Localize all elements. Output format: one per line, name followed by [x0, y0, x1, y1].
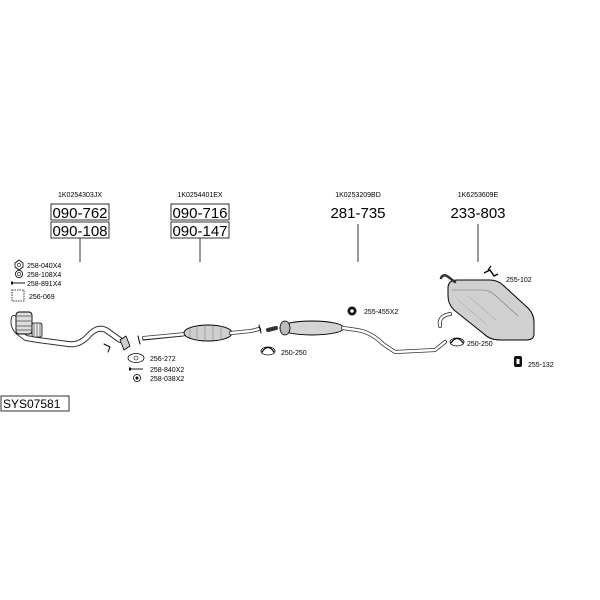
clamp-icon — [261, 346, 275, 353]
flange-gasket-hole-icon — [133, 355, 139, 361]
oem-number: 1K0254401EX — [177, 192, 222, 199]
accessory-label[interactable]: 250-250 — [467, 341, 493, 348]
front-catalyst-shape — [15, 311, 33, 335]
accessory-label[interactable]: 258-840X2 — [150, 367, 184, 374]
mid-outlet-pipe-inner — [229, 327, 261, 335]
accessory-label[interactable]: 255-132 — [528, 362, 554, 369]
accessory-label[interactable]: 256-069 — [29, 294, 55, 301]
spring-nut-core-icon — [135, 376, 139, 380]
system-code-box — [0, 395, 70, 412]
flex-joint-ribs — [33, 323, 41, 337]
clamp-ring-icon — [260, 346, 276, 356]
oem-number: 1K0254303JX — [58, 192, 102, 199]
accessory-label[interactable]: 255-455X2 — [364, 309, 398, 316]
rear-silencer-shading — [457, 295, 497, 325]
exhaust-illustration — [10, 274, 535, 354]
rear-silencer-shape — [447, 279, 535, 341]
washer-hole-icon — [17, 272, 21, 276]
accessories-right: 255-102 250-250 255-132 — [449, 265, 554, 369]
group-middle-silencer: 1K0253209BD 281-735 — [330, 192, 386, 262]
rear-silencer-seam — [451, 289, 519, 317]
accessories-left: 258-040X4 258-108X4 258-891X4 256-069 — [11, 259, 61, 302]
accessory-label[interactable]: 258-891X4 — [27, 281, 61, 288]
system-code-label: SYS07581 — [3, 397, 61, 411]
bolt-head-icon — [129, 367, 131, 371]
nut-icon — [14, 259, 24, 271]
accessory-label[interactable]: 256-272 — [150, 356, 176, 363]
nut-hole-icon — [17, 263, 21, 267]
rubber-block-hole-icon — [516, 359, 520, 364]
accessory-label[interactable]: 258-040X4 — [27, 263, 61, 270]
group-rear-silencer: 1K6253609E 233-803 — [450, 192, 506, 262]
oem-number: 1K0253209BD — [335, 192, 381, 199]
part-number-box — [170, 203, 230, 221]
mid-inlet-pipe-inner — [142, 332, 188, 340]
part-number[interactable]: 090-716 — [172, 205, 227, 222]
bolt-head-icon — [11, 281, 13, 285]
oem-number: 1K6253609E — [458, 192, 499, 199]
accessories-middle: 250-250 255-455X2 — [260, 306, 398, 357]
accessories-middle-left: 256-272 258-840X2 258-038X2 — [127, 353, 184, 383]
washer-icon — [14, 269, 23, 278]
group-downpipe: 1K0254303JX 090-762 090-108 — [50, 192, 110, 262]
rubber-mount-hole-icon — [350, 309, 354, 313]
mid-outlet-flange — [258, 324, 262, 334]
part-number[interactable]: 233-803 — [450, 205, 505, 222]
hanger-hook-icon — [487, 265, 492, 271]
accessory-label[interactable]: 250-250 — [281, 350, 307, 357]
flange-gasket-icon — [127, 353, 145, 363]
part-number[interactable]: 281-735 — [330, 205, 385, 222]
front-flange-shape — [119, 335, 131, 351]
group-middle-catalyst: 1K0254401EX 090-716 090-147 — [170, 192, 230, 262]
front-catalyst-ribs — [16, 315, 32, 331]
rear-connecting-pipe — [341, 326, 447, 354]
silencer-inlet-pipe — [266, 326, 278, 332]
part-number[interactable]: 090-108 — [52, 223, 107, 240]
middle-catalyst-ribs — [189, 324, 222, 342]
system-code: SYS07581 — [0, 395, 70, 412]
clamp-icon — [450, 337, 464, 344]
rear-connecting-pipe-inner — [341, 326, 447, 354]
middle-silencer-end — [279, 320, 291, 336]
accessory-label[interactable]: 255-102 — [506, 277, 532, 284]
gasket-square-icon — [11, 289, 25, 302]
part-number[interactable]: 090-147 — [172, 223, 227, 240]
hanger-bracket-icon — [483, 269, 499, 277]
accessory-label[interactable]: 258-038X2 — [150, 376, 184, 383]
middle-catalyst-shape — [183, 324, 233, 342]
downpipe-inner-shape — [11, 316, 122, 347]
tailpipe-shape — [439, 274, 457, 284]
part-number[interactable]: 090-762 — [52, 205, 107, 222]
rear-inlet-pipe-inner — [438, 312, 452, 328]
bracket-shape — [103, 343, 111, 353]
accessory-label[interactable]: 258-108X4 — [27, 272, 61, 279]
part-number-box — [50, 203, 110, 221]
